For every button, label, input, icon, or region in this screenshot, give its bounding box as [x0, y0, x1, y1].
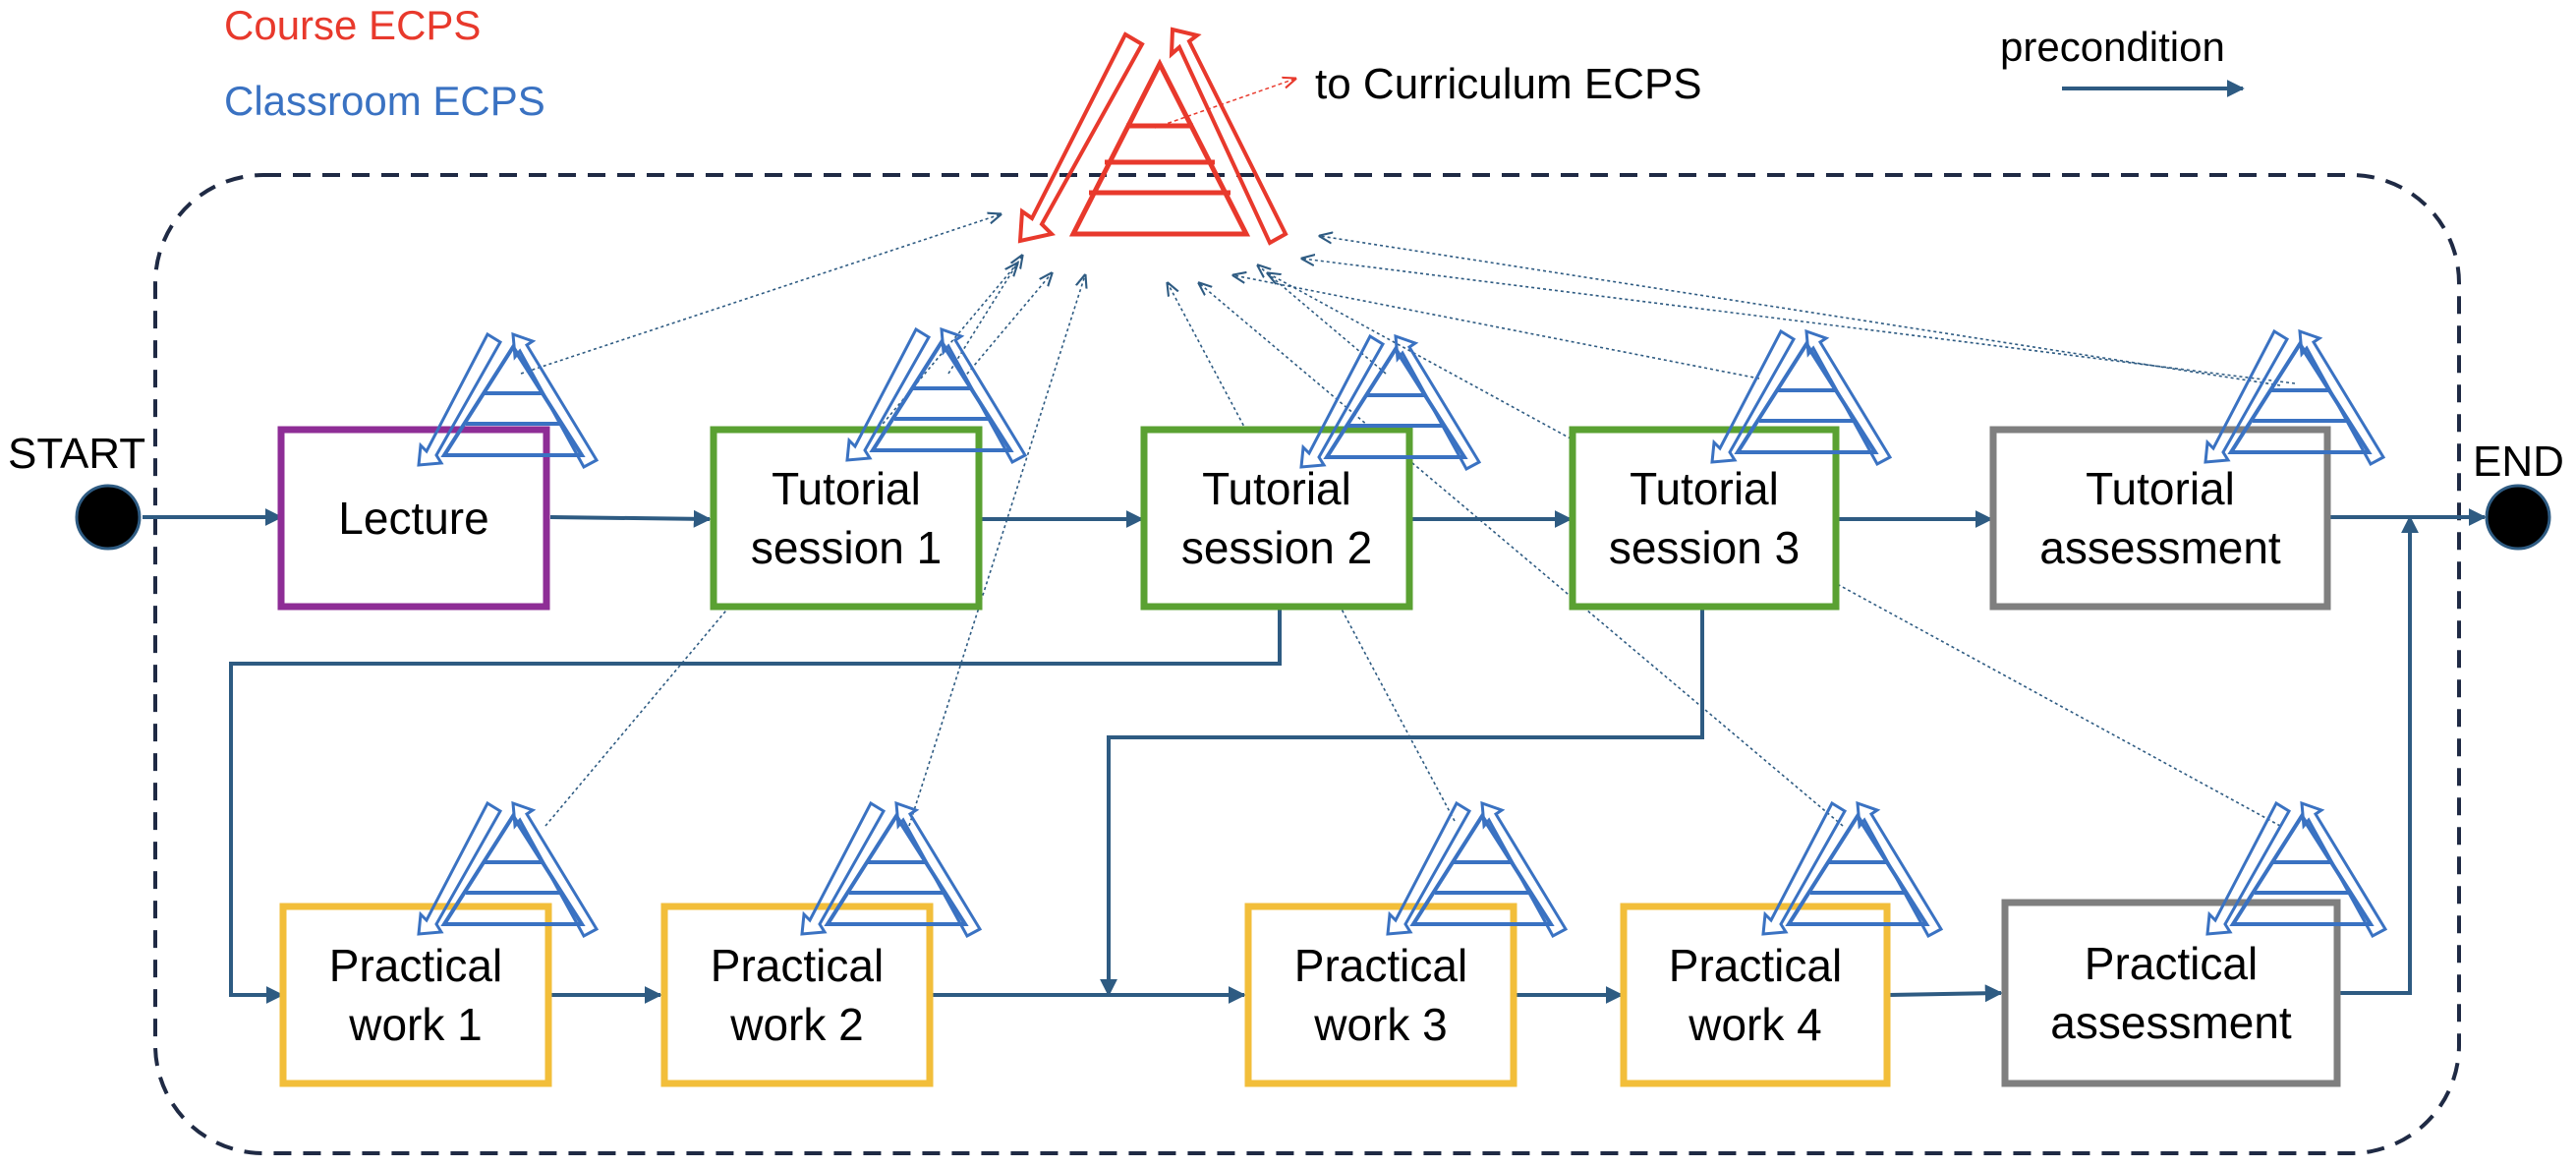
node-label-line: work 2 — [729, 999, 863, 1050]
start-label: START — [8, 430, 145, 478]
curriculum-label: to Curriculum ECPS — [1315, 60, 1702, 108]
classroom-pyramids — [417, 327, 2387, 938]
node-label-line: Tutorial — [772, 463, 921, 514]
node-label-line: session 1 — [751, 522, 942, 573]
ecps-link — [520, 214, 1001, 375]
course-ecps-pyramid-icon — [1017, 27, 1288, 246]
arrow-pw4-prassess — [1888, 984, 2003, 1003]
node-box — [279, 903, 552, 1087]
node-label-line: assessment — [2050, 997, 2292, 1048]
node-box — [1620, 903, 1891, 1087]
node-label-line: Practical — [1669, 940, 1842, 991]
ecps-link — [908, 275, 1085, 827]
node-label-line: work 4 — [1688, 999, 1821, 1050]
arrow-tut2-pw1 — [229, 610, 1282, 1004]
node-lecture: Lecture — [277, 426, 550, 611]
node-label-line: Practical — [2085, 938, 2258, 989]
course-boundary — [153, 173, 2461, 1155]
node-box — [2001, 899, 2341, 1087]
legend-course-label: Course ECPS — [224, 2, 481, 48]
node-pw4: Practical work 4 — [1620, 903, 1891, 1087]
ecps-link — [947, 256, 1022, 375]
node-label-line: Tutorial — [1202, 463, 1351, 514]
node-label-line: Tutorial — [1630, 463, 1779, 514]
node-label-line: Practical — [1294, 940, 1467, 991]
ecps-link — [1258, 265, 1387, 375]
node-label-line: session 3 — [1609, 522, 1800, 573]
end-label: END — [2473, 438, 2564, 486]
arrow-tut3-pw3 — [1100, 610, 1704, 997]
node-pw2: Practical work 2 — [660, 903, 934, 1087]
node-box — [277, 426, 550, 611]
start-node — [75, 484, 142, 551]
node-label-line: Lecture — [338, 493, 488, 544]
node-label-line: Tutorial — [2086, 463, 2235, 514]
node-label-line: work 3 — [1313, 999, 1447, 1050]
node-tut3: Tutorial session 3 — [1569, 426, 1840, 611]
arrow-prassess-end — [2339, 515, 2419, 995]
ecps-link — [1302, 259, 2296, 384]
node-tut-assess: Tutorial assessment — [1989, 426, 2331, 611]
legend-classroom-label: Classroom ECPS — [224, 78, 545, 124]
node-pw3: Practical work 3 — [1244, 903, 1517, 1087]
node-box — [1244, 903, 1517, 1087]
node-label-line: assessment — [2039, 522, 2281, 573]
node-label-line: Practical — [711, 940, 884, 991]
ecps-link — [1199, 283, 1844, 827]
ecps-link — [1320, 236, 2281, 386]
precondition-arrows — [143, 508, 2487, 1004]
node-box — [1989, 426, 2331, 611]
node-label-line: Practical — [329, 940, 502, 991]
ecps-link — [962, 273, 1052, 380]
node-pr-assess: Practical assessment — [2001, 899, 2341, 1087]
legend-precondition-label: precondition — [2000, 24, 2225, 70]
activity-nodes: Lecture Tutorial session 1 Tutorial session … — [277, 426, 2341, 1087]
to-curriculum-arrow — [1154, 79, 1295, 129]
node-pw1: Practical work 1 — [279, 903, 552, 1087]
node-box — [660, 903, 934, 1087]
node-label-line: session 2 — [1181, 522, 1372, 573]
node-label-line: work 1 — [348, 999, 482, 1050]
end-node — [2485, 484, 2551, 551]
node-tut1: Tutorial session 1 — [710, 426, 983, 611]
node-box — [1569, 426, 1840, 611]
ecps-link — [1168, 283, 1456, 822]
arrow-lecture-tut1 — [549, 509, 712, 528]
ecps-link — [1233, 275, 1760, 380]
